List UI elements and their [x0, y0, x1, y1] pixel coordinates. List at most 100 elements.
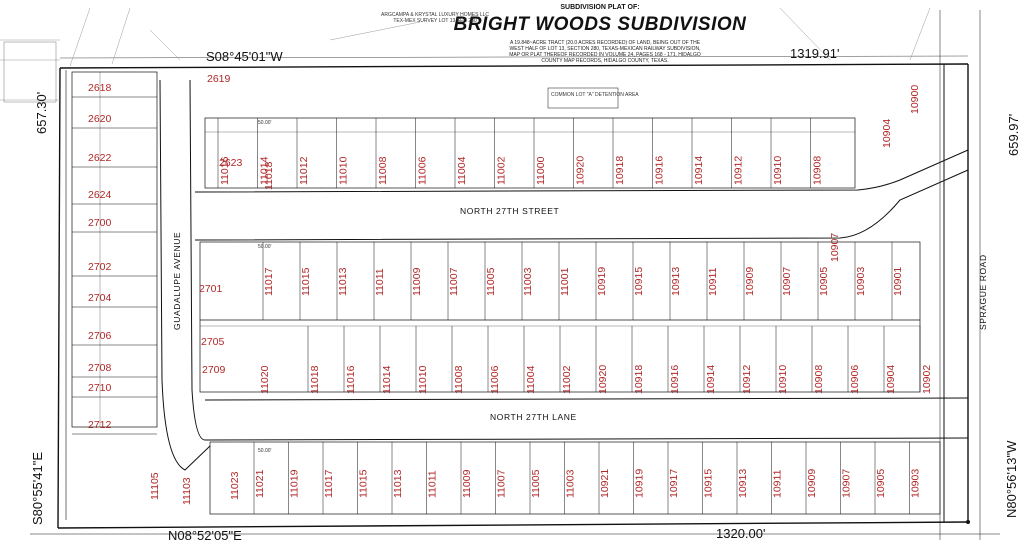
- lot-number: 11021: [254, 469, 266, 498]
- north-27th-lane-label: NORTH 27TH LANE: [490, 412, 577, 422]
- lot-number: 11003: [565, 469, 577, 498]
- lot-number: 11018: [309, 365, 321, 394]
- lot-number: 10920: [597, 365, 609, 394]
- lot-number: 2704: [88, 292, 112, 304]
- lot-number: 11002: [496, 156, 508, 185]
- lot-number: 10910: [777, 365, 789, 394]
- lot-number: 11011: [427, 470, 439, 498]
- block-west: [71, 71, 158, 428]
- legend-box: [3, 41, 57, 103]
- plat-description: A 19.848~ACRE TRACT (20.0 ACRES RECORDED…: [509, 40, 701, 64]
- lot-number: 2700: [88, 217, 112, 229]
- sprague-road-label: SPRAGUE ROAD: [978, 254, 988, 330]
- lot-number: 10916: [654, 156, 666, 185]
- lot-number: 10911: [772, 469, 784, 498]
- lot-number: 10905: [818, 267, 830, 296]
- lot-width-label: 50.00': [258, 448, 272, 454]
- plat-title: BRIGHT WOODS SUBDIVISION: [453, 14, 747, 35]
- lot-number: 10908: [812, 156, 824, 185]
- lot-number: 10919: [596, 267, 608, 296]
- lot-number: 10907: [781, 267, 793, 296]
- lot-number: 10904: [885, 365, 897, 394]
- lot-number: 2623: [219, 157, 243, 169]
- lot-number: 10906: [849, 365, 861, 394]
- south-bearing: N08°52'05"E: [168, 528, 242, 543]
- lot-number: 10907: [829, 233, 841, 262]
- block-north: [204, 117, 856, 189]
- lot-number: 10916: [669, 365, 681, 394]
- common-lot-box: [547, 87, 619, 109]
- lot-width-label: 50.00': [258, 244, 272, 250]
- lot-number: 11105: [149, 472, 161, 500]
- lot-number: 11008: [377, 156, 389, 185]
- lot-number: 11017: [263, 267, 275, 296]
- lot-number: 10915: [703, 469, 715, 498]
- lot-number: 10917: [668, 469, 680, 498]
- lot-number: 11015: [358, 469, 370, 498]
- lot-number: 11007: [448, 267, 460, 296]
- lot-number: 11004: [525, 365, 537, 394]
- lot-number: 11014: [259, 156, 271, 185]
- lot-number: 11019: [289, 469, 301, 498]
- lot-number: 11020: [259, 365, 271, 394]
- lot-number: 11010: [338, 156, 350, 185]
- north-bearing: S08°45'01"W: [206, 49, 283, 64]
- lot-number: 11008: [453, 365, 465, 394]
- block-south: [209, 441, 941, 515]
- lot-number: 10904: [881, 119, 893, 148]
- lot-number: 2620: [88, 113, 112, 125]
- lot-number: 10914: [705, 365, 717, 394]
- lot-number: 11013: [392, 469, 404, 498]
- lot-number: 10919: [634, 469, 646, 498]
- lot-number: 2702: [88, 261, 112, 273]
- lot-number: 11005: [530, 469, 542, 498]
- plat-subtitle: SUBDIVISION PLAT OF:: [560, 4, 640, 11]
- lot-number: 10914: [693, 156, 705, 185]
- lot-number: 11010: [417, 365, 429, 394]
- lot-number: 10905: [875, 469, 887, 498]
- lot-width-label: 50.00': [258, 120, 272, 126]
- lot-number: 11004: [456, 156, 468, 185]
- survey-lines: [0, 7, 931, 101]
- lot-number: 11002: [561, 365, 573, 394]
- west-bearing: S80°55'41"E: [30, 452, 45, 525]
- lot-number: 2619: [207, 73, 231, 85]
- lot-number: 2618: [88, 82, 112, 94]
- lot-number: 10912: [733, 156, 745, 185]
- lot-number: 11009: [461, 469, 473, 498]
- lot-number: 10912: [741, 365, 753, 394]
- lot-number: 2706: [88, 330, 112, 342]
- lot-number: 10909: [744, 267, 756, 296]
- lot-number: 11011: [374, 268, 386, 296]
- owner-note: ARGCAMPA & KRYSTAL LUXURY HOMES LLC TEX-…: [381, 12, 489, 24]
- lot-number: 11018: [263, 161, 275, 190]
- lot-number: 10903: [910, 469, 922, 498]
- lot-number: 10903: [855, 267, 867, 296]
- lot-number: 11015: [300, 267, 312, 296]
- lot-number: 11007: [496, 469, 508, 498]
- lot-number: 2709: [202, 364, 226, 376]
- north-27th-street-label: NORTH 27TH STREET: [460, 206, 559, 216]
- lot-number: 11000: [535, 156, 547, 185]
- lot-number: 10918: [614, 156, 626, 185]
- lot-number: 11017: [323, 469, 335, 498]
- lot-number: 10908: [813, 365, 825, 394]
- lot-number: 2701: [199, 283, 223, 295]
- lot-number: 10900: [909, 85, 921, 114]
- lot-number: 2708: [88, 362, 112, 374]
- lot-number: 11012: [298, 156, 310, 185]
- lot-number: 10910: [772, 156, 784, 185]
- north-distance: 1319.91': [790, 46, 839, 61]
- lot-number: 10913: [670, 267, 682, 296]
- lot-number: 2712: [88, 419, 112, 431]
- lot-number: 11016: [345, 365, 357, 394]
- lot-number: 11016: [219, 156, 231, 185]
- street-edges: [159, 64, 969, 522]
- lot-number: 11001: [559, 267, 571, 296]
- lot-dividers: [72, 96, 921, 514]
- lot-number: 10911: [707, 267, 719, 296]
- lot-number: 10913: [737, 469, 749, 498]
- lot-number: 11014: [381, 365, 393, 394]
- lot-number: 11023: [229, 471, 241, 500]
